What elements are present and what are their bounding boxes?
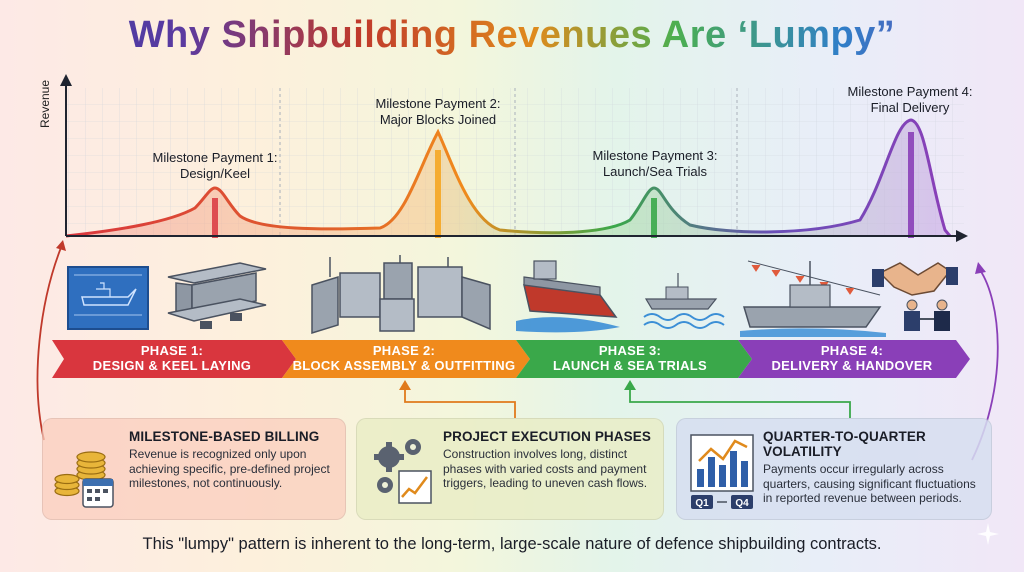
card-body: Payments occur irregularly across quarte…: [763, 462, 976, 505]
milestone-4-label: Milestone Payment 4:Final Delivery: [847, 84, 972, 115]
card-title: PROJECT EXECUTION PHASES: [443, 429, 651, 444]
phase-2-label: PHASE 2:BLOCK ASSEMBLY & OUTFITTING: [293, 343, 516, 373]
milestone-2-marker: [435, 150, 441, 238]
phase-1-chevron: [52, 340, 296, 378]
handshake-icon: [872, 262, 958, 296]
phase-banner: PHASE 1:DESIGN & KEEL LAYING PHASE 2:BLO…: [52, 340, 970, 378]
warship-icon: [740, 260, 886, 337]
volatility-chart-icon: Q1 Q4: [690, 434, 754, 509]
card-body: Construction involves long, distinct pha…: [443, 447, 648, 490]
coins-calendar-icon: [54, 451, 114, 508]
x-axis-arrow: [956, 230, 968, 242]
officials-icon: [904, 299, 950, 331]
phase-1-label: PHASE 1:DESIGN & KEEL LAYING: [93, 343, 251, 373]
card-quarter-volatility: Q1 Q4 QUARTER-TO-QUARTER VOLATILITY Paym…: [676, 418, 992, 520]
launch-ship-icon: [516, 260, 620, 333]
y-axis-arrow: [60, 74, 72, 86]
arrow-to-phase2: [404, 388, 516, 418]
card-milestone-billing: MILESTONE-BASED BILLING Revenue is recog…: [42, 418, 346, 520]
patrol-ship-icon: [643, 273, 725, 329]
steel-beam-icon: [167, 262, 267, 329]
gears-chart-icon: [374, 439, 432, 504]
phase-4-chevron: [738, 340, 970, 378]
blueprint-icon: [67, 266, 149, 330]
milestone-3-label: Milestone Payment 3:Launch/Sea Trials: [592, 148, 717, 179]
milestone-4-marker: [908, 132, 914, 238]
milestone-1-marker: [212, 198, 218, 238]
card-body: Revenue is recognized only upon achievin…: [129, 447, 330, 490]
milestone-2-label: Milestone Payment 2:Major Blocks Joined: [375, 96, 500, 127]
page-title: Why Shipbuilding Revenues Are ‘Lumpy”: [0, 14, 1024, 57]
phase-dividers: [279, 88, 738, 236]
revenue-chart: Milestone Payment 1:Design/Keel Mileston…: [60, 74, 973, 242]
phase-illustrations: [67, 255, 958, 337]
phase-4-label: PHASE 4:DELIVERY & HANDOVER: [771, 343, 932, 373]
ship-blocks-icon: [311, 255, 491, 335]
card-title: QUARTER-TO-QUARTER VOLATILITY: [763, 429, 926, 459]
card-title: MILESTONE-BASED BILLING: [129, 429, 320, 444]
milestone-3-marker: [651, 198, 657, 238]
arrow-to-phase3: [629, 388, 851, 418]
phase-3-chevron: [516, 340, 752, 378]
quarter-end-label: Q4: [735, 498, 749, 509]
phase-2-chevron: [282, 340, 530, 378]
revenue-area: [66, 120, 950, 236]
milestone-1-label: Milestone Payment 1:Design/Keel: [152, 150, 277, 181]
sparkle-icon: [977, 523, 999, 545]
revenue-curve: [65, 118, 952, 238]
footer-note: This "lumpy" pattern is inherent to the …: [142, 535, 882, 553]
card-execution-phases: PROJECT EXECUTION PHASES Construction in…: [356, 418, 664, 520]
phase-3-label: PHASE 3:LAUNCH & SEA TRIALS: [553, 343, 707, 373]
quarter-start-label: Q1: [695, 498, 709, 509]
